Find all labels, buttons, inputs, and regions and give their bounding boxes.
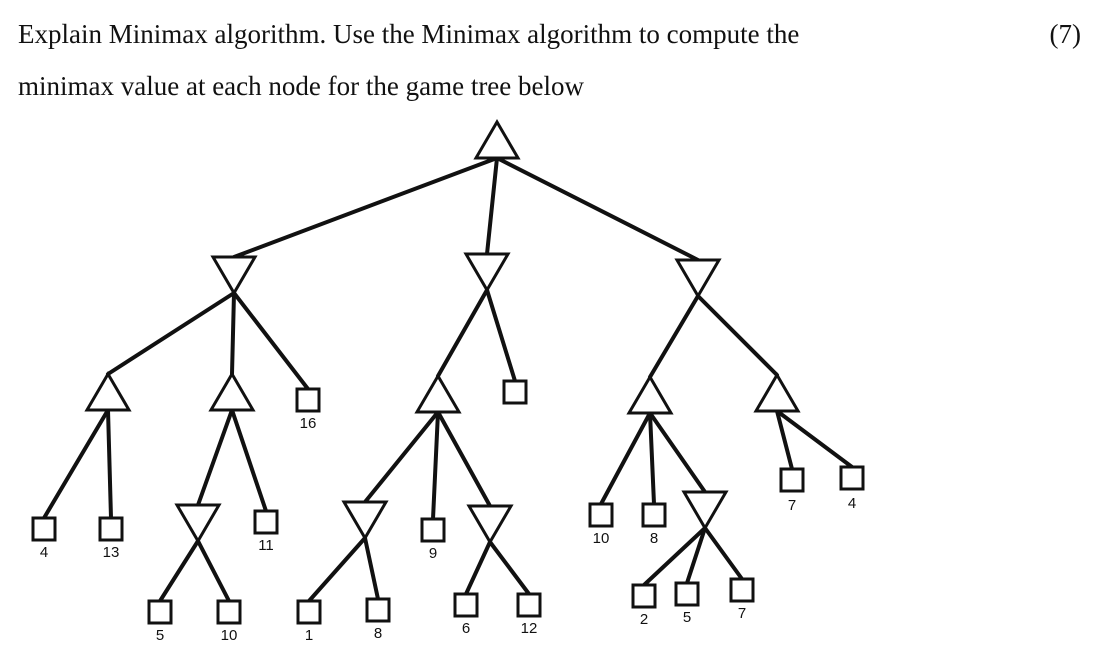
leaf-node-A2b [253, 509, 279, 535]
edge-B1c-B1c1 [464, 540, 492, 596]
edge-C1c-C1c2 [685, 526, 707, 585]
tree-nodes [31, 119, 865, 625]
edge-A2-A2b [230, 408, 268, 513]
tree-edges [42, 156, 854, 603]
leaf-node-C1c2 [674, 581, 700, 607]
min-node-A [210, 255, 258, 296]
edge-C1c-C1c1 [642, 526, 707, 587]
edge-A2a-A2a2 [196, 539, 231, 603]
leaf-label-C2a: 7 [788, 497, 796, 514]
edge-A-A2 [230, 291, 236, 376]
question-line-2: minimax value at each node for the game … [18, 71, 585, 101]
question-marks: (7) [1049, 19, 1081, 49]
leaf-label-C1b: 8 [650, 530, 658, 547]
leaf-label-C1c2: 5 [683, 609, 691, 626]
leaf-node-B1a2 [365, 597, 391, 623]
min-node-B1a [341, 500, 389, 541]
edge-root-C [495, 156, 700, 262]
edge-B1a-B1a2 [363, 536, 380, 601]
edge-C2-C2a [775, 409, 794, 471]
edge-B-B1 [436, 288, 489, 378]
edge-C-C2 [696, 294, 779, 377]
leaf-label-B1c2: 12 [521, 620, 538, 637]
leaf-labels: 16 4 13 11 5 10 9 1 8 6 12 10 8 2 5 7 7 4 [40, 415, 856, 644]
leaf-node-A1b [98, 516, 124, 542]
edge-C1c-C1c3 [703, 526, 744, 581]
max-node-A1 [84, 371, 132, 412]
max-node-B1 [414, 373, 462, 414]
edge-C1-C1c [648, 411, 707, 494]
edge-B-B2 [485, 288, 517, 383]
edge-A2-A2a [196, 408, 234, 507]
leaf-node-C1a [588, 502, 614, 528]
leaf-label-C1c3: 7 [738, 605, 746, 622]
max-node-root [473, 119, 521, 160]
edge-B1-B1b [431, 410, 440, 521]
leaf-label-B1a2: 8 [374, 625, 382, 642]
leaf-label-B1a1: 1 [305, 627, 313, 644]
edge-C1-C1a [599, 411, 652, 506]
leaf-node-C2b [839, 465, 865, 491]
leaf-label-A2b: 11 [258, 537, 274, 554]
max-node-C2 [753, 372, 801, 413]
edge-B1c-B1c2 [488, 540, 531, 596]
leaf-node-C2a [779, 467, 805, 493]
edge-root-B [485, 156, 499, 256]
leaf-label-C1a: 10 [593, 530, 610, 547]
min-node-B1c [466, 504, 514, 545]
leaf-node-B1c1 [453, 592, 479, 618]
min-node-C [674, 258, 722, 299]
max-node-A2 [208, 371, 256, 412]
leaf-label-A1b: 13 [103, 544, 120, 561]
leaf-label-A2a2: 10 [221, 627, 238, 644]
leaf-node-C1c1 [631, 583, 657, 609]
leaf-node-B1c2 [516, 592, 542, 618]
edge-root-A [232, 156, 499, 259]
leaf-node-A1a [31, 516, 57, 542]
edge-C1-C1b [648, 411, 656, 506]
edge-C2-C2b [775, 409, 854, 469]
min-node-C1c [681, 490, 729, 531]
edge-A1-A1a [42, 408, 110, 520]
leaf-label-A2a1: 5 [156, 627, 164, 644]
leaf-node-B1b [420, 517, 446, 543]
leaf-node-C1b [641, 502, 667, 528]
question-line-1: Explain Minimax algorithm. Use the Minim… [18, 19, 800, 49]
max-node-C1 [626, 374, 674, 415]
edge-B1-B1a [363, 410, 440, 504]
leaf-label-B1b: 9 [429, 545, 437, 562]
min-node-B [463, 252, 511, 293]
edge-A1-A1b [106, 408, 113, 520]
leaf-node-B2 [502, 379, 528, 405]
leaf-node-A2a2 [216, 599, 242, 625]
edge-A-A1 [106, 291, 236, 376]
leaf-node-B1a1 [296, 599, 322, 625]
leaf-label-A3: 16 [300, 415, 317, 432]
leaf-label-C2b: 4 [848, 495, 856, 512]
question-text: Explain Minimax algorithm. Use the Minim… [18, 8, 1088, 112]
leaf-label-B1c1: 6 [462, 620, 470, 637]
edge-A2a-A2a1 [158, 539, 200, 603]
leaf-label-A1a: 4 [40, 544, 48, 561]
edge-C-C1 [648, 294, 700, 379]
edge-B1-B1c [436, 410, 492, 508]
min-node-A2a [174, 503, 222, 544]
leaf-label-C1c1: 2 [640, 611, 648, 628]
edge-A-A3 [232, 291, 310, 391]
leaf-node-C1c3 [729, 577, 755, 603]
leaf-node-A3 [295, 387, 321, 413]
leaf-node-A2a1 [147, 599, 173, 625]
edge-B1a-B1a1 [307, 536, 367, 603]
